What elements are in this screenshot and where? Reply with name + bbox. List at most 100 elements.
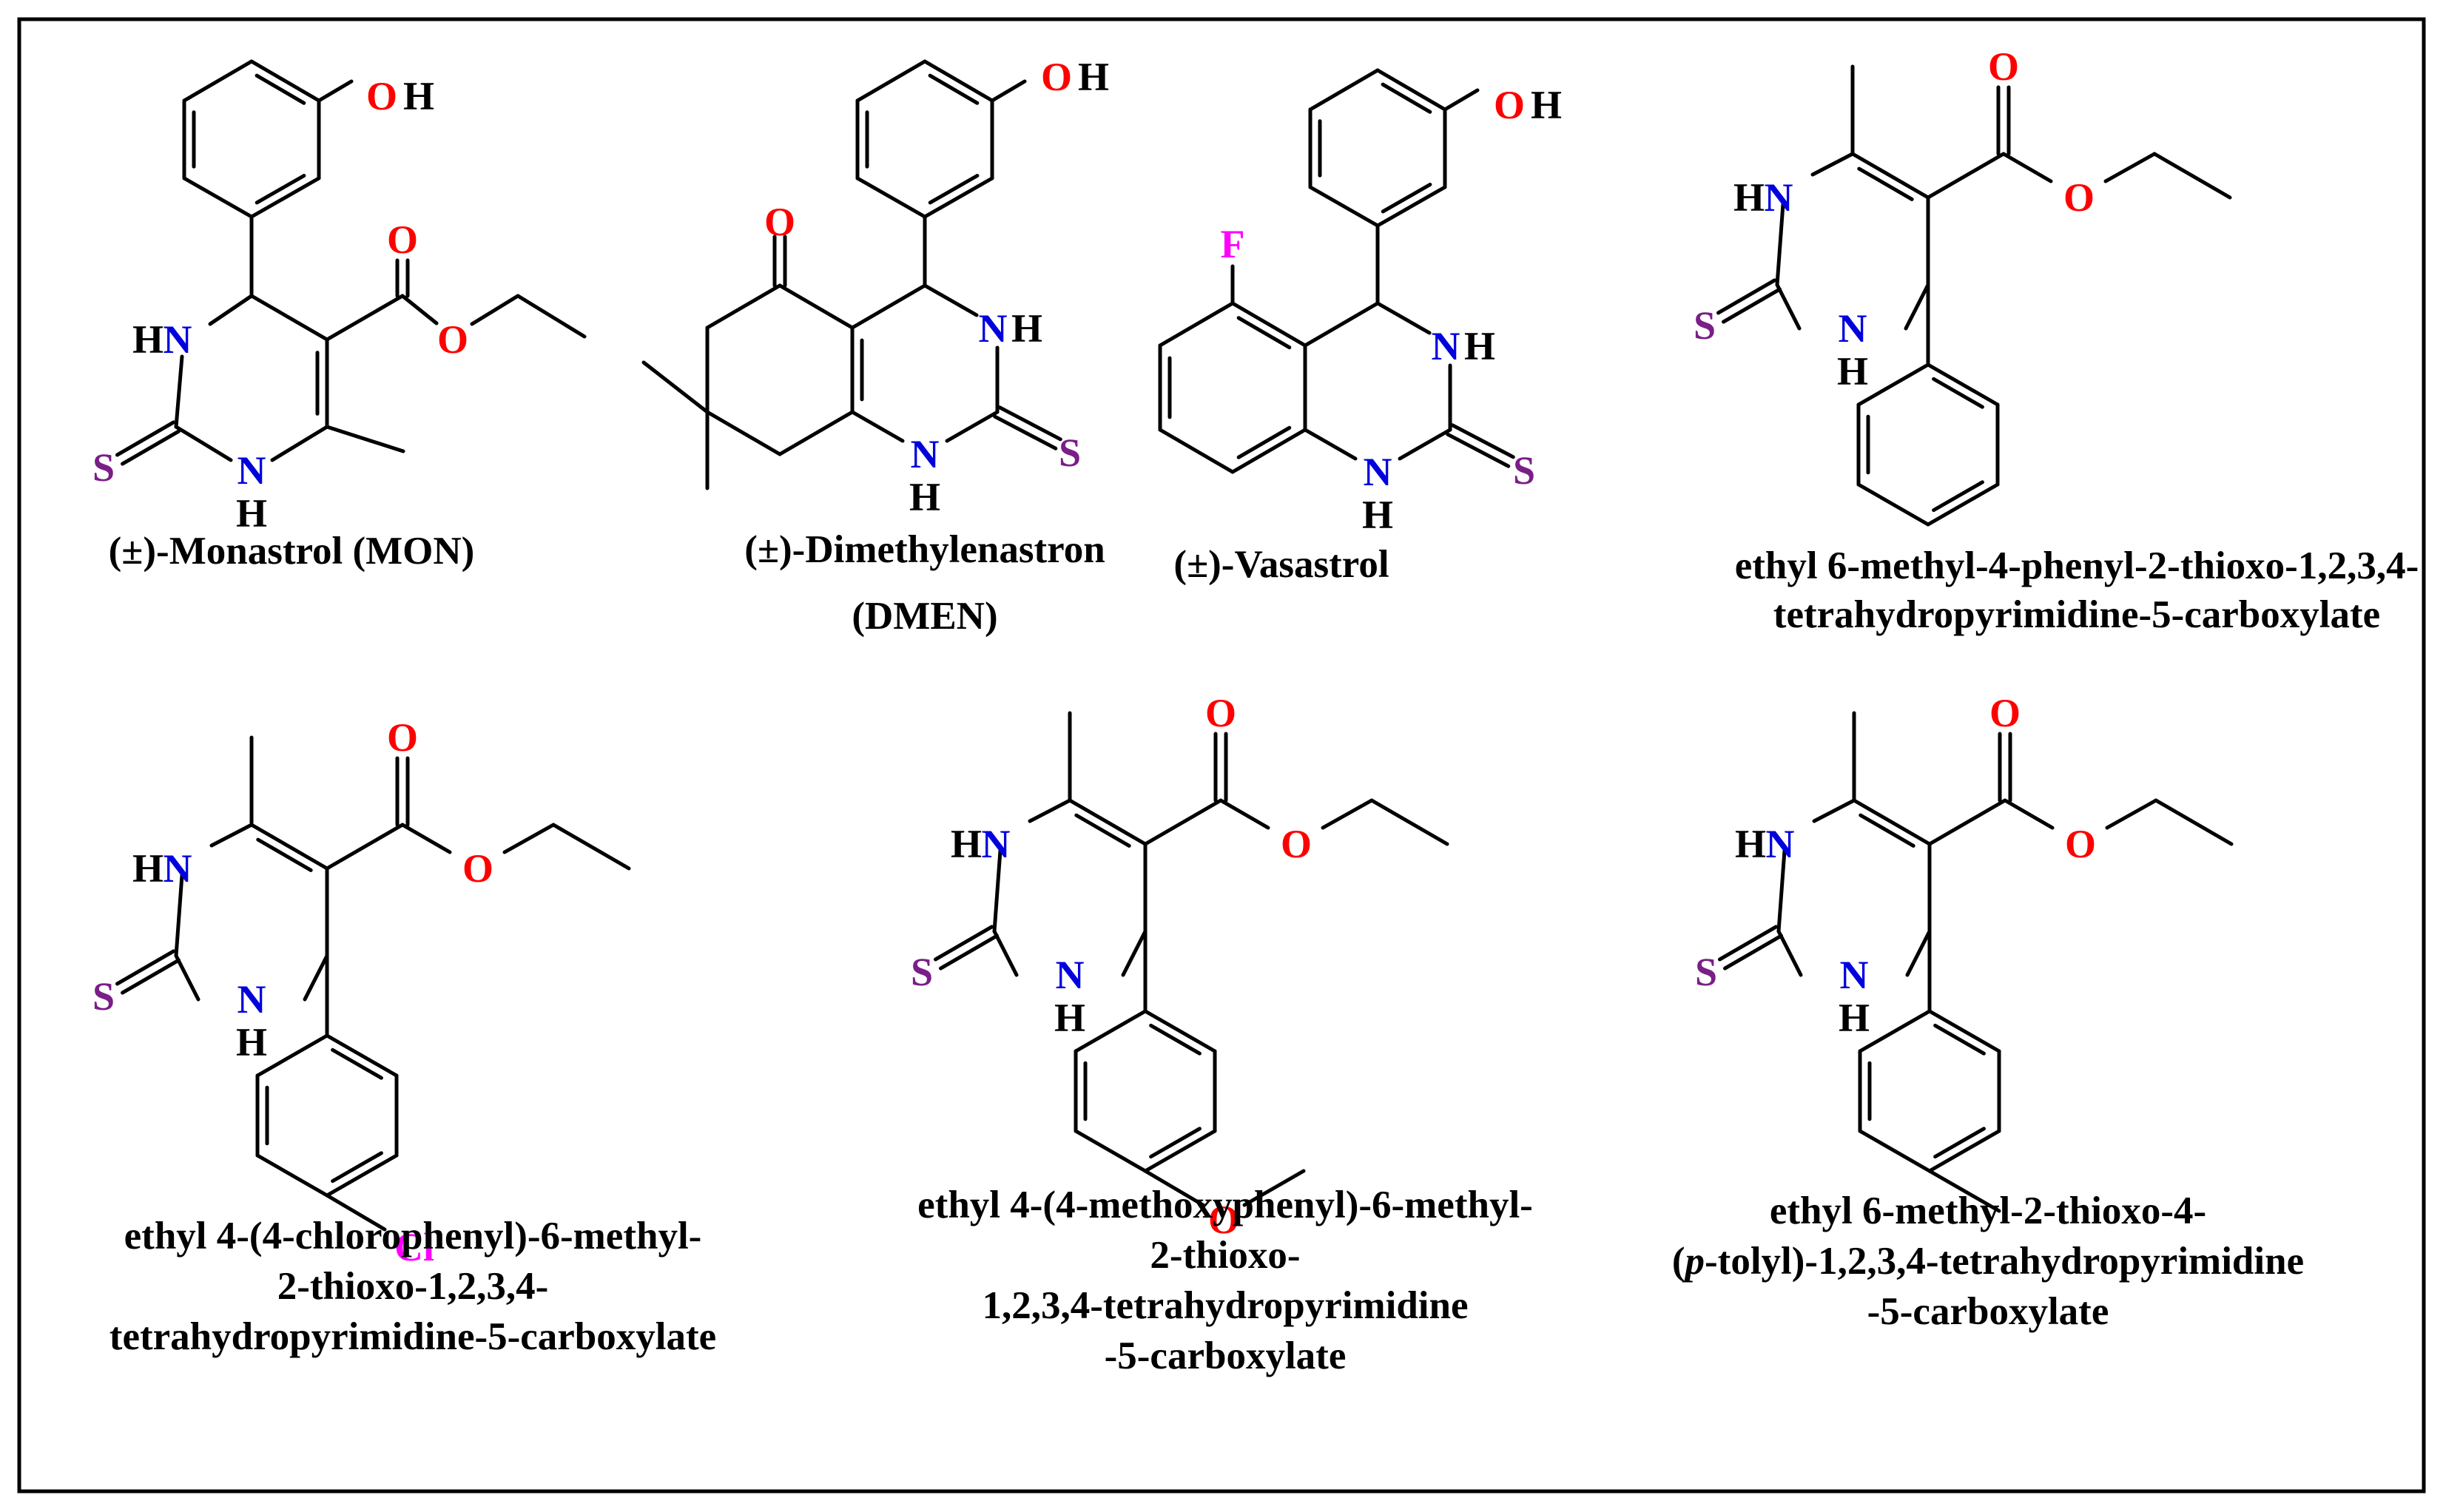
compound-caption-line: 1,2,3,4-tetrahydropyrimidine <box>982 1284 1468 1327</box>
single-bond <box>1074 1009 1148 1053</box>
double-bond <box>1723 934 1784 971</box>
double-bond-inner <box>1932 480 1984 513</box>
double-bond <box>1717 925 1778 962</box>
single-bond <box>174 354 184 429</box>
single-bond <box>1927 798 2007 846</box>
nh-hydrogen: H <box>1464 324 1495 368</box>
double-bond-inner <box>1859 813 1915 848</box>
double-bond <box>923 59 994 103</box>
nh-hydrogen: H <box>236 491 267 536</box>
double-bond <box>1068 798 1148 846</box>
double-bond <box>325 1033 399 1078</box>
nitrogen-atom: N <box>1840 953 1869 997</box>
single-bond <box>209 823 254 848</box>
single-bond <box>1303 301 1380 348</box>
single-bond <box>325 1193 387 1232</box>
single-bond <box>990 79 1027 103</box>
single-bond <box>1158 301 1235 348</box>
single-bond <box>1242 1169 1306 1207</box>
nitrogen-atom: N <box>1765 175 1793 220</box>
single-bond <box>1776 848 1787 934</box>
nitrogen-atom: N <box>979 306 1008 351</box>
single-bond <box>1143 1169 1205 1207</box>
single-bond <box>317 79 354 103</box>
ester-oxygen: O <box>2063 175 2095 220</box>
single-bond <box>174 873 184 958</box>
double-bond <box>115 949 175 986</box>
nh-hydrogen: H <box>132 846 164 891</box>
fluorine-atom: F <box>1221 222 1245 266</box>
methoxy-oxygen: O <box>1208 1198 1239 1242</box>
double-bond <box>1143 1129 1217 1173</box>
hydroxyl-oxygen: O <box>1041 55 1072 99</box>
double-bond-inner <box>331 1047 383 1080</box>
single-bond <box>1143 798 1223 846</box>
single-bond <box>2001 152 2053 183</box>
double-bond <box>249 176 321 219</box>
sulfur-atom: S <box>1694 303 1716 348</box>
single-bond <box>470 294 520 326</box>
single-bond <box>778 410 855 456</box>
nh-hydrogen: H <box>1362 493 1393 537</box>
nitrogen-atom: N <box>1766 822 1795 866</box>
sulfur-atom: S <box>92 445 115 490</box>
single-bond <box>1858 1009 1932 1053</box>
ester-oxygen: O <box>1281 822 1312 866</box>
compound-caption-line: tetrahydropyrimidine-5-carboxylate <box>109 1315 716 1358</box>
double-bond <box>1926 482 2000 527</box>
nh-hydrogen: H <box>1054 996 1085 1040</box>
single-bond <box>1074 1129 1148 1173</box>
hydroxyl-hydrogen: H <box>403 74 434 118</box>
nitrogen-atom: N <box>911 432 940 476</box>
single-bond <box>325 823 405 871</box>
nh-hydrogen: H <box>1011 306 1042 351</box>
double-bond-inner <box>1236 316 1292 350</box>
double-bond <box>1143 1009 1217 1053</box>
hydroxyl-oxygen: O <box>366 74 397 118</box>
compound-caption-line: (±)-Vasastrol <box>1173 543 1389 586</box>
single-bond <box>325 425 405 453</box>
nitrogen-atom: N <box>237 977 266 1022</box>
single-bond <box>1775 202 1785 287</box>
nh-hydrogen: H <box>1733 175 1765 220</box>
hydroxyl-hydrogen: H <box>1078 55 1109 99</box>
double-bond <box>1446 432 1511 468</box>
single-bond <box>1398 428 1452 461</box>
double-bond <box>249 59 321 103</box>
sulfur-atom: S <box>1059 431 1081 475</box>
single-bond <box>1308 68 1380 112</box>
double-bond <box>997 405 1062 442</box>
compound-caption-line: 2-thioxo-1,2,3,4- <box>277 1265 549 1308</box>
double-bond-inner <box>256 837 313 872</box>
single-bond <box>1308 185 1380 228</box>
double-bond <box>1716 278 1776 315</box>
nitrogen-atom: N <box>1056 953 1085 997</box>
single-bond <box>1810 152 1855 177</box>
double-bond <box>1230 428 1307 474</box>
single-bond <box>1369 798 1449 846</box>
single-bond <box>174 954 201 1002</box>
single-bond <box>2003 798 2055 830</box>
nh-hydrogen: H <box>1837 349 1868 394</box>
double-bond-inner <box>1932 377 1984 409</box>
nitrogen-atom: N <box>1432 324 1460 368</box>
single-bond <box>1443 88 1480 112</box>
nitrogen-atom: N <box>1364 450 1392 494</box>
single-bond <box>2105 798 2158 830</box>
double-bond <box>993 414 1058 450</box>
single-bond <box>850 283 927 330</box>
carbonyl-oxygen: O <box>387 715 418 760</box>
double-bond-inner <box>1149 1127 1202 1159</box>
single-bond <box>1776 929 1803 977</box>
double-bond-inner <box>1074 813 1131 848</box>
compound-caption-line: ethyl 6-methyl-2-thioxo-4- <box>1770 1189 2206 1232</box>
single-bond <box>1904 283 1930 331</box>
single-bond <box>855 59 927 103</box>
single-bond <box>1375 301 1432 335</box>
